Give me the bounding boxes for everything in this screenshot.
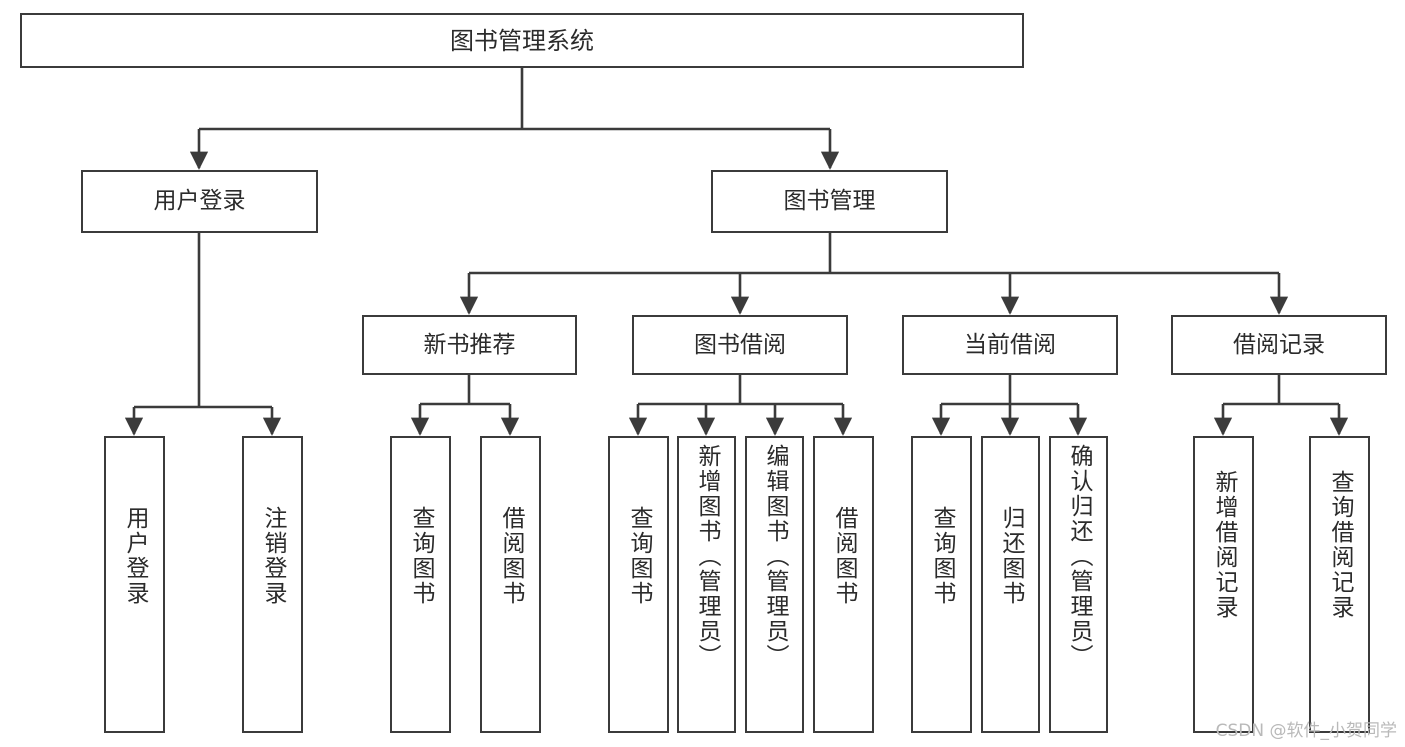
node-book-management[interactable]: 图书管理	[711, 170, 948, 233]
node-borrow-record[interactable]: 借阅记录	[1171, 315, 1387, 375]
node-leaf-user-login-label: 用户登录	[122, 506, 148, 606]
node-leaf-query-book-2-label: 查询图书	[626, 506, 652, 606]
node-leaf-borrow-book-2-label: 借阅图书	[831, 506, 857, 606]
node-leaf-logout-label: 注销登录	[260, 506, 286, 606]
node-leaf-query-book-1-label: 查询图书	[408, 506, 434, 606]
node-leaf-query-record-label: 查询借阅记录	[1327, 470, 1353, 620]
watermark-text: CSDN @软件_小贺同学	[1215, 721, 1397, 741]
node-leaf-edit-book-label: 编辑图书（管理员）	[762, 444, 788, 669]
node-user-login[interactable]: 用户登录	[81, 170, 318, 233]
node-leaf-query-record[interactable]: 查询借阅记录	[1309, 436, 1370, 733]
node-leaf-borrow-book-2[interactable]: 借阅图书	[813, 436, 874, 733]
node-root-label: 图书管理系统	[450, 26, 594, 55]
node-leaf-query-book-2[interactable]: 查询图书	[608, 436, 669, 733]
node-current-borrow[interactable]: 当前借阅	[902, 315, 1118, 375]
node-book-management-label: 图书管理	[783, 188, 876, 215]
node-leaf-edit-book[interactable]: 编辑图书（管理员）	[745, 436, 804, 733]
node-leaf-add-book[interactable]: 新增图书（管理员）	[677, 436, 736, 733]
node-leaf-add-book-label: 新增图书（管理员）	[694, 444, 720, 669]
node-new-book-recommend[interactable]: 新书推荐	[362, 315, 577, 375]
node-leaf-add-record[interactable]: 新增借阅记录	[1193, 436, 1254, 733]
node-leaf-query-book-3[interactable]: 查询图书	[911, 436, 972, 733]
node-book-borrow[interactable]: 图书借阅	[632, 315, 848, 375]
node-new-book-recommend-label: 新书推荐	[423, 331, 516, 358]
node-leaf-query-book-1[interactable]: 查询图书	[390, 436, 451, 733]
node-leaf-return-book-label: 归还图书	[998, 506, 1024, 606]
node-leaf-user-login[interactable]: 用户登录	[104, 436, 165, 733]
node-leaf-add-record-label: 新增借阅记录	[1211, 470, 1237, 620]
node-leaf-confirm-return[interactable]: 确认归还（管理员）	[1049, 436, 1108, 733]
node-leaf-logout[interactable]: 注销登录	[242, 436, 303, 733]
node-current-borrow-label: 当前借阅	[964, 331, 1056, 358]
node-book-borrow-label: 图书借阅	[694, 331, 786, 358]
node-root-book-management-system[interactable]: 图书管理系统	[20, 13, 1024, 68]
node-leaf-borrow-book-1-label: 借阅图书	[498, 506, 524, 606]
node-leaf-borrow-book-1[interactable]: 借阅图书	[480, 436, 541, 733]
node-user-login-label: 用户登录	[153, 188, 246, 215]
node-leaf-return-book[interactable]: 归还图书	[981, 436, 1040, 733]
node-borrow-record-label: 借阅记录	[1233, 331, 1325, 358]
node-leaf-query-book-3-label: 查询图书	[929, 506, 955, 606]
node-leaf-confirm-return-label: 确认归还（管理员）	[1066, 444, 1092, 669]
